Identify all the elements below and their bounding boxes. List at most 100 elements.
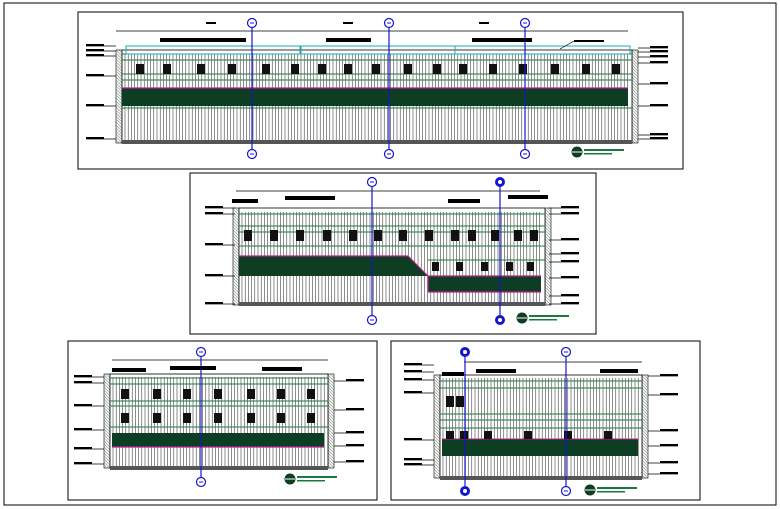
dimension-tag (479, 22, 489, 24)
window-opening (247, 413, 255, 423)
window-opening (307, 389, 315, 399)
window-opening (524, 431, 532, 439)
window-opening (323, 230, 331, 241)
window-opening (491, 230, 499, 241)
hatched-band (442, 439, 638, 456)
ground-hatch-left (433, 374, 441, 479)
level-tag (346, 431, 364, 433)
window-opening (514, 230, 522, 241)
level-tag (650, 55, 668, 57)
level-tag (346, 444, 364, 446)
roof-parapet (454, 45, 631, 55)
level-tag (404, 370, 422, 372)
window-opening (564, 431, 572, 439)
level-tag (74, 375, 92, 377)
window-opening (446, 431, 454, 439)
level-tag (86, 74, 104, 76)
level-tag (86, 137, 104, 139)
window-opening (399, 230, 407, 241)
window-opening (197, 64, 205, 74)
title-block (476, 369, 516, 373)
ground-line (110, 466, 328, 470)
level-tag (205, 243, 223, 245)
window-opening (372, 64, 380, 74)
title-block (472, 38, 532, 42)
window-opening (277, 413, 285, 423)
slab-edge (239, 255, 541, 277)
level-tag (86, 44, 104, 46)
level-tag (404, 378, 422, 380)
level-tag (74, 404, 92, 406)
window-opening (459, 64, 467, 74)
level-tag (74, 462, 92, 464)
axis-bubble-core (498, 180, 502, 184)
scale-bar (584, 149, 624, 151)
window-opening (451, 230, 459, 241)
level-tag (346, 379, 364, 381)
level-tag (561, 206, 579, 208)
window-opening (247, 389, 255, 399)
window-opening (277, 389, 285, 399)
level-tag (650, 46, 668, 48)
level-tag (561, 276, 579, 278)
level-tag (561, 260, 579, 262)
elevation-panel-1 (77, 11, 684, 170)
scale-bar (597, 487, 637, 489)
window-opening (183, 413, 191, 423)
level-tag (404, 391, 422, 393)
window-opening (582, 64, 590, 74)
level-tag (650, 137, 668, 139)
level-tag (74, 447, 92, 449)
window-opening (612, 64, 620, 74)
window-opening (551, 64, 559, 74)
title-block (160, 38, 188, 42)
level-tag (561, 212, 579, 214)
window-opening (214, 413, 222, 423)
scale-bar (529, 319, 557, 321)
title-block (262, 367, 302, 371)
level-tag (650, 104, 668, 106)
title-block (285, 196, 335, 200)
note-leader (559, 40, 575, 50)
level-tag (650, 50, 668, 52)
window-opening (481, 262, 488, 271)
window-opening (153, 389, 161, 399)
window-opening (456, 262, 463, 271)
hatched-band-lower (428, 276, 541, 292)
panel-frame (77, 11, 684, 170)
window-opening (153, 413, 161, 423)
window-opening (344, 64, 352, 74)
elevation-panel-3 (67, 340, 378, 501)
scale-bar (297, 476, 337, 478)
window-opening (489, 64, 497, 74)
window-opening (349, 230, 357, 241)
level-tag (650, 133, 668, 135)
window-opening (374, 230, 382, 241)
hatched-band (112, 433, 324, 447)
window-opening (604, 431, 612, 439)
ground-line (440, 476, 642, 480)
ground-hatch-right (641, 374, 649, 479)
level-tag (86, 49, 104, 51)
hatched-band (122, 88, 628, 106)
panel-frame (67, 340, 378, 501)
window-opening (425, 230, 433, 241)
ground-hatch-right (544, 207, 552, 306)
level-tag (404, 463, 422, 465)
window-opening (244, 230, 252, 241)
window-opening (121, 389, 129, 399)
level-tag (404, 438, 422, 440)
facade-outline (439, 374, 643, 479)
axis-bubble-core (463, 489, 467, 493)
window-opening (456, 396, 464, 407)
title-block (442, 372, 464, 376)
title-block (232, 199, 258, 203)
level-tag (660, 374, 678, 376)
sheet-border (3, 2, 777, 506)
window-opening (530, 230, 538, 241)
level-tag (205, 206, 223, 208)
level-tag (650, 61, 668, 63)
window-opening (296, 230, 304, 241)
level-tag (404, 458, 422, 460)
